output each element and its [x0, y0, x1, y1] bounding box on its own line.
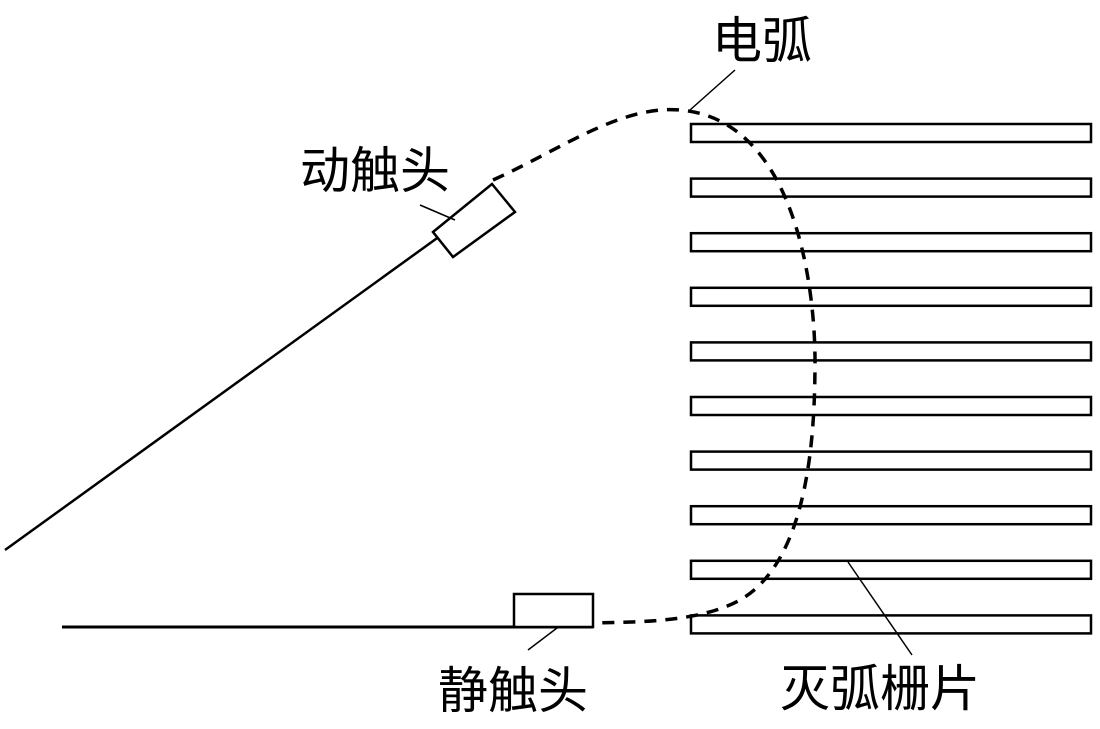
moving-contact — [431, 182, 517, 259]
arc-chute-plate — [689, 231, 1093, 253]
arc-chute-plate — [689, 177, 1093, 198]
arc-chute-plate — [689, 559, 1093, 581]
electric-arc — [492, 107, 817, 625]
arc-chute-plate — [689, 341, 1093, 362]
arc-chute-plate — [689, 122, 1093, 144]
arc-chute-plates-label: 灭弧栅片 — [780, 660, 980, 718]
plates-leader-line — [847, 561, 913, 656]
static-contact-leader-line — [527, 627, 558, 651]
arc-leader-line — [689, 69, 736, 111]
arc-chute-plate — [689, 395, 1093, 417]
static-contact — [512, 592, 595, 629]
moving-contact-label: 动触头 — [300, 142, 450, 200]
arc-chute-plate — [689, 450, 1093, 471]
arc-chute-plate — [689, 504, 1093, 526]
moving-contact-arm — [4, 234, 441, 552]
arc-chute-plates — [689, 122, 1093, 635]
arc-chute-plate — [689, 286, 1093, 308]
static-contact-label: 静触头 — [438, 662, 588, 720]
arc-label: 电弧 — [712, 12, 812, 70]
moving-contact-leader-line — [419, 204, 456, 221]
